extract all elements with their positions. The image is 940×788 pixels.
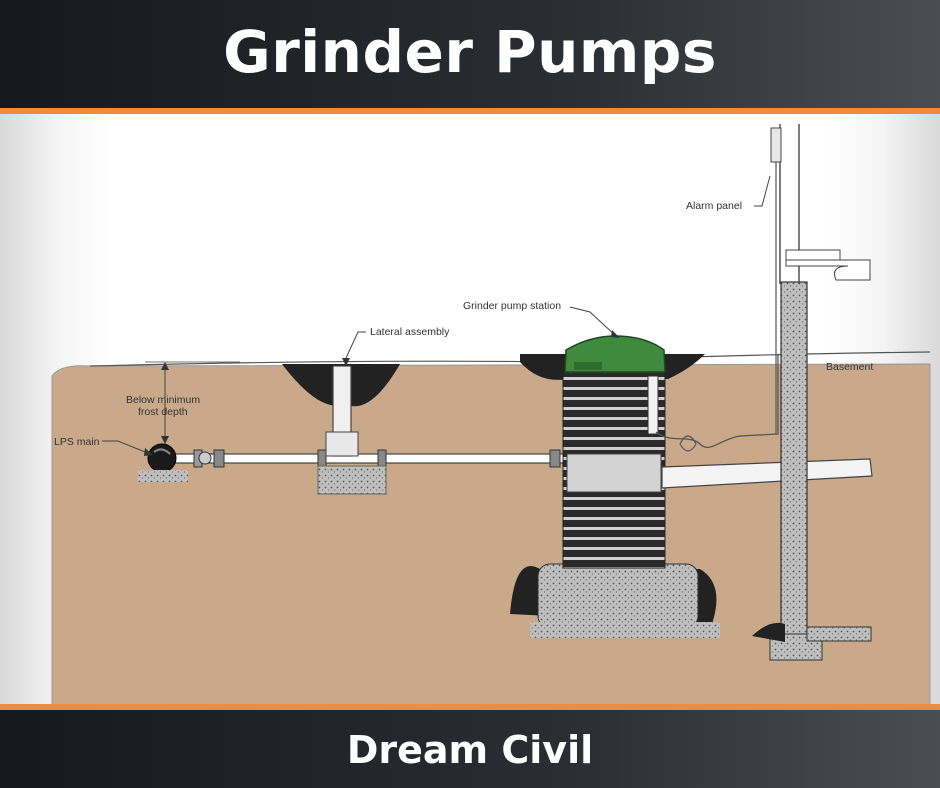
pipe-fitting [549, 449, 561, 468]
pump-cable [655, 354, 779, 449]
lps-main-bedding [138, 470, 188, 482]
grinder-pump-leader [569, 306, 617, 337]
alarm-panel-leader [754, 175, 771, 207]
lateral-leader [345, 331, 366, 359]
brand-name: Dream Civil [346, 728, 594, 772]
lps-main-leader [102, 440, 151, 455]
lps-main-label: LPS main [54, 436, 100, 448]
pipe-fitting [213, 449, 225, 468]
accent-divider-top [0, 108, 940, 114]
alarm-panel-box [770, 127, 782, 163]
pipe-fitting [377, 449, 387, 468]
pipe-fitting [317, 449, 327, 468]
pump-concrete-base [537, 563, 699, 629]
footer-banner: Dream Civil [0, 710, 940, 788]
grinder-pump-diagram: Alarm panel Grinder pump station Lateral… [51, 124, 931, 707]
frost-depth-label-line1: Below minimum [126, 394, 200, 406]
grinder-pump-station-label: Grinder pump station [463, 300, 561, 312]
lateral-assembly-label: Lateral assembly [370, 326, 450, 338]
basement-label: Basement [826, 361, 873, 373]
lateral-pipe [174, 453, 566, 464]
page-title: Grinder Pumps [223, 18, 717, 86]
diagram-panel: Alarm panel Grinder pump station Lateral… [0, 114, 940, 707]
alarm-panel-label: Alarm panel [686, 200, 742, 212]
lps-main-pipe [147, 443, 177, 473]
header-banner: Grinder Pumps [0, 0, 940, 108]
frost-depth-label-line2: frost depth [138, 406, 188, 418]
pump-conduit [647, 375, 659, 435]
basement-floor-slab [806, 626, 872, 642]
lateral-footing [317, 465, 387, 495]
accent-divider-bottom [0, 704, 940, 710]
pump-tank-band [566, 453, 662, 493]
valve-icon [198, 451, 212, 465]
floor-joist [785, 249, 841, 261]
foundation-wall [780, 281, 808, 639]
